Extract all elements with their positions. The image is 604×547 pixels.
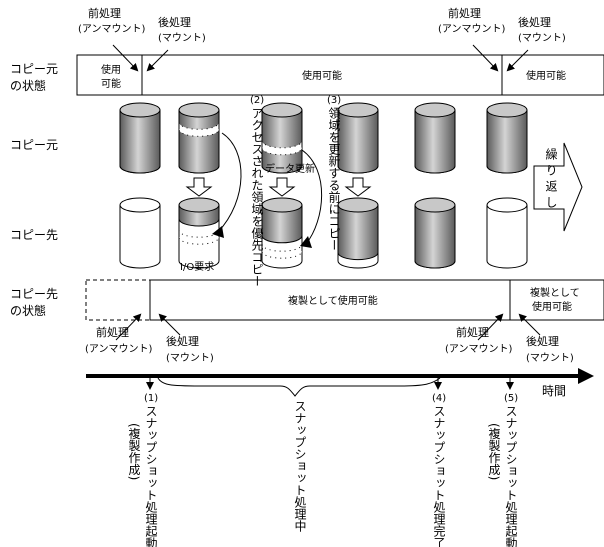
bottom-annotation-post-right: 後処理 (マウント) <box>526 334 574 364</box>
target-cylinder-3 <box>261 197 303 269</box>
event4-num: (4) <box>432 393 446 404</box>
source-cylinder-6 <box>486 102 528 174</box>
step2-text: アクセスされた領域を優先コピー <box>250 107 264 287</box>
svg-text:の状態: の状態 <box>10 303 46 318</box>
svg-text:(マウント): (マウント) <box>518 32 566 44</box>
step3-num: (3) <box>327 95 341 106</box>
event4-text: スナップショット処理完了 <box>432 405 446 547</box>
svg-text:(アンマウント): (アンマウント) <box>78 23 146 35</box>
source-cylinder-5 <box>414 102 456 174</box>
svg-text:後処理: 後処理 <box>526 334 559 348</box>
row-label-source-state: コピー元 の状態 <box>10 62 58 93</box>
svg-text:(アンマウント): (アンマウント) <box>438 23 506 35</box>
target-seg3-label: 複製として <box>530 286 580 299</box>
source-state-bar: 使用 可能 使用可能 使用可能 <box>76 54 604 96</box>
down-arrow-1 <box>185 177 213 197</box>
svg-text:後処理: 後処理 <box>166 334 199 348</box>
copy-curve-1-head <box>212 226 224 238</box>
svg-text:(アンマウント): (アンマウント) <box>445 343 513 355</box>
arrow-bottom-pre-right <box>477 313 504 341</box>
row-label-target: コピー先 <box>10 228 58 242</box>
target-cylinder-6 <box>486 197 528 269</box>
arrow-pre-right <box>472 44 499 72</box>
bottom-annotation-pre-left: 前処理 (アンマウント) <box>85 325 153 355</box>
copy-curve-2 <box>301 149 323 245</box>
target-cylinder-4 <box>337 197 379 269</box>
svg-text:(アンマウント): (アンマウント) <box>85 343 153 355</box>
top-annotation-pre-left: 前処理 (アンマウント) <box>78 6 146 35</box>
target-cylinder-5 <box>414 197 456 269</box>
down-arrows-group <box>185 177 372 197</box>
repeat-arrow: 繰り返し <box>533 142 583 232</box>
copy-curve-2-head <box>300 236 312 248</box>
svg-text:コピー元: コピー元 <box>10 62 58 76</box>
bottom-annotation-pre-right: 前処理 (アンマウント) <box>445 325 513 355</box>
row-label-source: コピー元 <box>10 138 58 152</box>
source-cylinder-3 <box>261 102 303 174</box>
processing-brace <box>157 377 441 397</box>
arrow-post-left <box>146 49 169 72</box>
svg-text:(マウント): (マウント) <box>526 352 574 364</box>
arrow-post-right <box>506 49 529 72</box>
source-cylinder-1 <box>119 102 161 174</box>
svg-text:(マウント): (マウント) <box>166 352 214 364</box>
event1-text: スナップショット処理起動 <box>144 405 158 547</box>
down-arrow-3 <box>344 177 372 197</box>
io-request-label: I/O要求 <box>180 261 214 273</box>
svg-text:前処理: 前処理 <box>96 325 129 339</box>
data-update-label: データ更新 <box>265 162 315 175</box>
top-annotation-post-left: 後処理 (マウント) <box>158 15 206 44</box>
timeline: 時間 <box>86 368 594 398</box>
copy-curve-1 <box>217 132 242 233</box>
event1-sub: (複製作成) <box>127 423 141 480</box>
svg-text:可能: 可能 <box>101 77 121 90</box>
timeline-arrowhead <box>578 368 594 384</box>
target-seg2-label: 複製として使用可能 <box>288 294 378 307</box>
step2-num: (2) <box>250 95 264 106</box>
source-seg1-label: 使用 <box>101 63 121 76</box>
source-seg3-label: 使用可能 <box>526 69 566 82</box>
svg-text:前処理: 前処理 <box>88 6 121 20</box>
top-annotation-pre-right: 前処理 (アンマウント) <box>438 6 506 35</box>
svg-text:後処理: 後処理 <box>518 15 551 29</box>
svg-text:コピー先: コピー先 <box>10 287 58 301</box>
target-cylinder-1 <box>119 197 161 269</box>
down-arrow-2 <box>268 177 296 197</box>
event1-num: (1) <box>144 393 158 404</box>
cylinders-group <box>119 102 528 269</box>
event5-sub: (複製作成) <box>487 423 501 480</box>
event-processing-text: スナップショット処理中 <box>293 400 307 532</box>
svg-text:前処理: 前処理 <box>456 325 489 339</box>
arrow-pre-left <box>112 44 139 72</box>
event5-text: スナップショット処理起動 <box>504 405 518 547</box>
svg-text:使用可能: 使用可能 <box>532 300 572 313</box>
step3-text: 領域を更新する前にコピー <box>327 106 341 251</box>
bottom-annotation-post-left: 後処理 (マウント) <box>166 334 214 364</box>
repeat-label: 繰り返し <box>544 148 558 212</box>
arrow-bottom-post-left <box>158 313 181 336</box>
source-seg2-label: 使用可能 <box>302 69 342 82</box>
svg-text:後処理: 後処理 <box>158 15 191 29</box>
source-cylinder-2 <box>178 102 220 174</box>
arrow-bottom-pre-left <box>115 313 142 341</box>
svg-text:(マウント): (マウント) <box>158 32 206 44</box>
svg-text:の状態: の状態 <box>10 78 46 93</box>
time-label: 時間 <box>542 384 566 398</box>
event5-num: (5) <box>504 393 518 404</box>
top-annotation-post-right: 後処理 (マウント) <box>518 15 566 44</box>
target-state-bar: 複製として使用可能 複製として 使用可能 <box>85 279 604 321</box>
svg-text:前処理: 前処理 <box>448 6 481 20</box>
source-cylinder-4 <box>337 102 379 174</box>
row-label-target-state: コピー先 の状態 <box>10 287 58 318</box>
target-cylinder-2 <box>178 197 220 269</box>
arrow-bottom-post-right <box>518 313 541 336</box>
